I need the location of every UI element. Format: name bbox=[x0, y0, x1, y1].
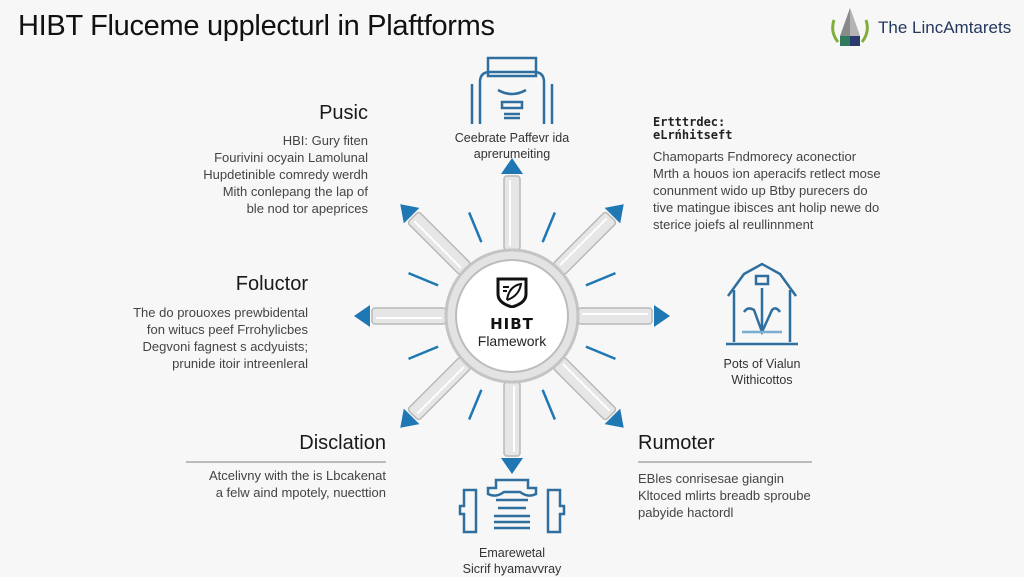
text-line: fon witucs peef Frrohylicbes bbox=[146, 322, 308, 337]
text-line: HBI: Gury fiten bbox=[282, 133, 368, 148]
center-label: HIBT Flamework bbox=[462, 276, 562, 349]
connector-line bbox=[467, 389, 483, 420]
section-heading-top-right: Ertttrdec: eLrńhitseft bbox=[653, 116, 732, 142]
brand-logo: The LincAmtarets bbox=[828, 6, 1011, 50]
shield-feather-icon bbox=[496, 277, 528, 309]
connector-line bbox=[408, 345, 439, 361]
brand-name: The LincAmtarets bbox=[878, 18, 1012, 37]
text-line: Atcelivny with the is Lbcakenat bbox=[208, 468, 386, 483]
section-heading-mid-left: Foluctor bbox=[235, 273, 308, 295]
text-line: aprerumeiting bbox=[473, 147, 551, 161]
text-line: prunide itoir intreenleral bbox=[172, 356, 308, 371]
text-line: Withicottos bbox=[731, 373, 793, 387]
barn-house-icon bbox=[726, 262, 798, 346]
section-body-top-right: Chamoparts Fndmorecy aconectior Mrth a h… bbox=[653, 148, 913, 233]
spoke-arrow bbox=[400, 204, 472, 276]
pyramid-laurel-logo-icon bbox=[831, 8, 869, 46]
page-title: HIBT Fluceme upplecturl in Plaftforms bbox=[18, 10, 495, 42]
connector-line bbox=[585, 271, 616, 287]
text-line: Emarewetal bbox=[479, 546, 545, 560]
connector-line bbox=[585, 345, 616, 361]
spoke-arrow bbox=[501, 376, 523, 474]
node-bottom-label: Emarewetal Sicrif hyamavvray bbox=[430, 545, 594, 577]
text-line: Hupdetinible comredy werdh bbox=[203, 167, 368, 182]
text-line: Ertttrdec: bbox=[653, 115, 726, 129]
text-line: Fourivini ocyain Lamolunal bbox=[214, 150, 368, 165]
section-body-bottom-left: Atcelivny with the is Lbcakenat a felw a… bbox=[176, 467, 386, 501]
gate-structure-icon bbox=[458, 478, 566, 534]
text-line: Chamoparts Fndmorecy aconectior bbox=[653, 149, 857, 164]
text-line: ble nod tor apeprices bbox=[246, 201, 368, 216]
section-body-top-left: HBI: Gury fiten Fourivini ocyain Lamolun… bbox=[170, 132, 368, 217]
text-line: pabyide hactordl bbox=[638, 505, 734, 520]
divider bbox=[638, 461, 812, 463]
node-top-label: Ceebrate Paffevr ida aprerumeiting bbox=[420, 130, 604, 162]
text-line: eLrńhitseft bbox=[653, 128, 733, 142]
text-line: conunment wido up Btby purесers do bbox=[653, 183, 868, 198]
text-line: EBles conrisesae giangin bbox=[638, 471, 784, 486]
spoke-arrow bbox=[501, 158, 523, 256]
center-title: HIBT bbox=[490, 315, 534, 333]
text-line: Kltoced mlirts breadb sproube bbox=[638, 488, 811, 503]
text-line: Mrth a houos ion aperacifs retlect mose bbox=[653, 166, 881, 181]
text-line: tive matingue ibisces ant holip newe do bbox=[653, 200, 880, 215]
divider bbox=[186, 461, 386, 463]
hub-center bbox=[455, 259, 569, 373]
connector-line bbox=[467, 212, 483, 243]
connector-line bbox=[541, 212, 557, 243]
section-body-mid-left: The do prouoxes prewbidental fon witucs … bbox=[110, 304, 308, 372]
text-line: Degvoni fagnest s acdyuists; bbox=[142, 339, 308, 354]
text-line: The do prouoxes prewbidental bbox=[133, 305, 308, 320]
spoke-arrow bbox=[354, 305, 452, 327]
section-heading-bottom-right: Rumoter bbox=[638, 432, 715, 454]
text-line: sterice joiefs al reullinnment bbox=[653, 217, 814, 232]
node-right-label: Pots of Vialun Withicottos bbox=[700, 356, 824, 388]
connector-line bbox=[541, 389, 557, 420]
spoke-arrow bbox=[572, 305, 670, 327]
text-line: Mith conlepang the lap of bbox=[222, 184, 368, 199]
building-machine-icon bbox=[470, 56, 554, 124]
section-body-bottom-right: EBles conrisesae giangin Kltoced mlirts … bbox=[638, 470, 838, 521]
section-heading-bottom-left: Disclation bbox=[299, 432, 386, 454]
text-line: Pots of Vialun bbox=[723, 357, 801, 371]
text-line: Sicrif hyamavvray bbox=[462, 562, 562, 576]
section-heading-top-left: Pusic bbox=[319, 102, 368, 124]
connector-line bbox=[408, 271, 439, 287]
text-line: a felw aind mpotely, nuecttion bbox=[215, 485, 386, 500]
text-line: Ceebrate Paffevr ida bbox=[454, 131, 570, 145]
center-subtitle: Flamework bbox=[477, 333, 547, 349]
